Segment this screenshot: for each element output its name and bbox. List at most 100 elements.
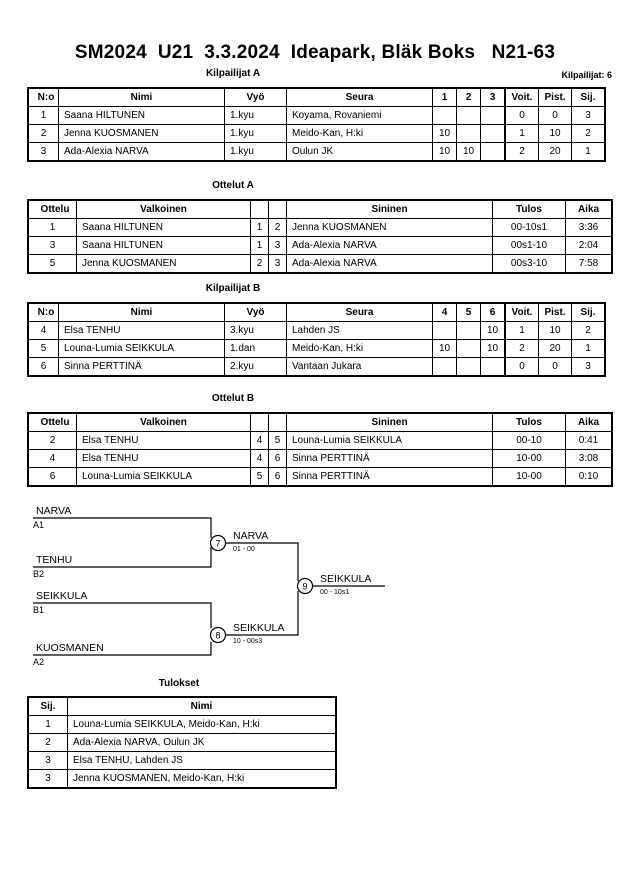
cell-points: 0 xyxy=(538,357,572,376)
cell-club: Oulun JK xyxy=(286,142,433,161)
bracket-entry-seed: A2 xyxy=(33,657,44,667)
bracket-line-sf2-top xyxy=(33,602,212,628)
bracket-entry-name: TENHU xyxy=(36,554,72,566)
cell-white-name: Elsa TENHU xyxy=(76,449,251,468)
cell-rr-0: 10 xyxy=(432,124,457,143)
table-header-row: N:o Nimi Vyö Seura 1 2 3 Voit. Pist. Sij… xyxy=(28,88,605,107)
cell-name: Sinna PERTTINÄ xyxy=(58,357,225,376)
cell-rr-1 xyxy=(456,106,481,125)
cell-rr-2 xyxy=(480,142,506,161)
col-result: Tulos xyxy=(492,413,566,432)
cell-points: 0 xyxy=(538,106,572,125)
bracket-entry-seed: B1 xyxy=(33,605,44,615)
cell-rr-1 xyxy=(456,124,481,143)
col-rr-1: 5 xyxy=(456,303,481,322)
cell-time: 3:08 xyxy=(565,449,612,468)
table-header-row: Ottelu Valkoinen Sininen Tulos Aika xyxy=(28,413,612,432)
col-time: Aika xyxy=(565,413,612,432)
col-rr-0: 4 xyxy=(432,303,457,322)
cell-rank: 3 xyxy=(571,357,605,376)
cell-match-no: 5 xyxy=(28,254,77,273)
cell-name: Jenna KUOSMANEN xyxy=(58,124,225,143)
cell-rr-2 xyxy=(480,124,506,143)
cell-name: Ada-Alexia NARVA xyxy=(58,142,225,161)
cell-rank: 2 xyxy=(571,321,605,340)
cell-result: 00s3-10 xyxy=(492,254,566,273)
cell-result: 00-10 xyxy=(492,431,566,450)
col-club: Seura xyxy=(286,88,433,107)
cell-rr-1 xyxy=(456,321,481,340)
col-wins: Voit. xyxy=(504,303,539,322)
col-rr-1: 2 xyxy=(456,88,481,107)
col-points: Pist. xyxy=(538,303,572,322)
cell-rank: 1 xyxy=(28,715,68,734)
col-name: Nimi xyxy=(58,303,225,322)
pool-a-table: N:o Nimi Vyö Seura 1 2 3 Voit. Pist. Sij… xyxy=(27,87,606,162)
cell-time: 2:04 xyxy=(565,236,612,255)
pool-a-heading: Kilpailijat A xyxy=(205,68,261,79)
cell-match-no: 3 xyxy=(28,236,77,255)
cell-blue-name: Ada-Alexia NARVA xyxy=(286,254,493,273)
cell-result: 00s1-10 xyxy=(492,236,566,255)
cell-time: 3:36 xyxy=(565,218,612,237)
col-rr-2: 6 xyxy=(480,303,506,322)
table-header-row: N:o Nimi Vyö Seura 4 5 6 Voit. Pist. Sij… xyxy=(28,303,605,322)
cell-rr-0 xyxy=(432,106,457,125)
col-blue: Sininen xyxy=(286,200,493,219)
col-points: Pist. xyxy=(538,88,572,107)
cell-club: Meido-Kan, H:ki xyxy=(286,124,433,143)
col-blue: Sininen xyxy=(286,413,493,432)
playoff-bracket: NARVA A1 TENHU B2 SEIKKULA B1 KUOSMANEN … xyxy=(0,495,630,675)
cell-result: 10-00 xyxy=(492,449,566,468)
cell-no: 2 xyxy=(28,124,59,143)
col-blue-no xyxy=(268,413,287,432)
cell-blue-no: 5 xyxy=(268,431,287,450)
pool-b-table: N:o Nimi Vyö Seura 4 5 6 Voit. Pist. Sij… xyxy=(27,302,606,377)
col-rank: Sij. xyxy=(571,88,605,107)
bracket-line-sf1-to-final xyxy=(226,542,299,581)
col-rank: Sij. xyxy=(28,697,68,716)
cell-wins: 1 xyxy=(504,321,539,340)
bracket-sf2-winner: SEIKKULA xyxy=(233,622,284,634)
col-name: Nimi xyxy=(58,88,225,107)
matches-a-heading: Ottelut A xyxy=(212,180,254,191)
cell-white-no: 5 xyxy=(250,467,269,486)
cell-points: 10 xyxy=(538,124,572,143)
cell-white-no: 1 xyxy=(250,218,269,237)
col-result: Tulos xyxy=(492,200,566,219)
bracket-node-8-number: 8 xyxy=(215,631,220,641)
cell-no: 5 xyxy=(28,339,59,358)
cell-rr-0: 10 xyxy=(432,339,457,358)
bracket-line-sf2-to-final xyxy=(226,591,299,636)
cell-white-name: Jenna KUOSMANEN xyxy=(76,254,251,273)
cell-name: Elsa TENHU, Lahden JS xyxy=(67,751,336,770)
col-belt: Vyö xyxy=(224,303,287,322)
cell-rank: 2 xyxy=(571,124,605,143)
cell-rr-0 xyxy=(432,357,457,376)
cell-rr-0: 10 xyxy=(432,142,457,161)
matches-b-heading: Ottelut B xyxy=(211,393,255,404)
bracket-entry-seed: A1 xyxy=(33,520,44,530)
cell-wins: 2 xyxy=(504,339,539,358)
results-heading: Tulokset xyxy=(158,678,200,689)
cell-match-no: 2 xyxy=(28,431,77,450)
pool-b-heading: Kilpailijat B xyxy=(205,283,261,294)
bracket-entry-name: SEIKKULA xyxy=(36,590,87,602)
cell-rr-1 xyxy=(456,339,481,358)
cell-no: 3 xyxy=(28,142,59,161)
cell-blue-no: 6 xyxy=(268,467,287,486)
table-header-row: Ottelu Valkoinen Sininen Tulos Aika xyxy=(28,200,612,219)
cell-white-no: 2 xyxy=(250,254,269,273)
cell-wins: 0 xyxy=(504,106,539,125)
cell-rank: 3 xyxy=(28,769,68,788)
